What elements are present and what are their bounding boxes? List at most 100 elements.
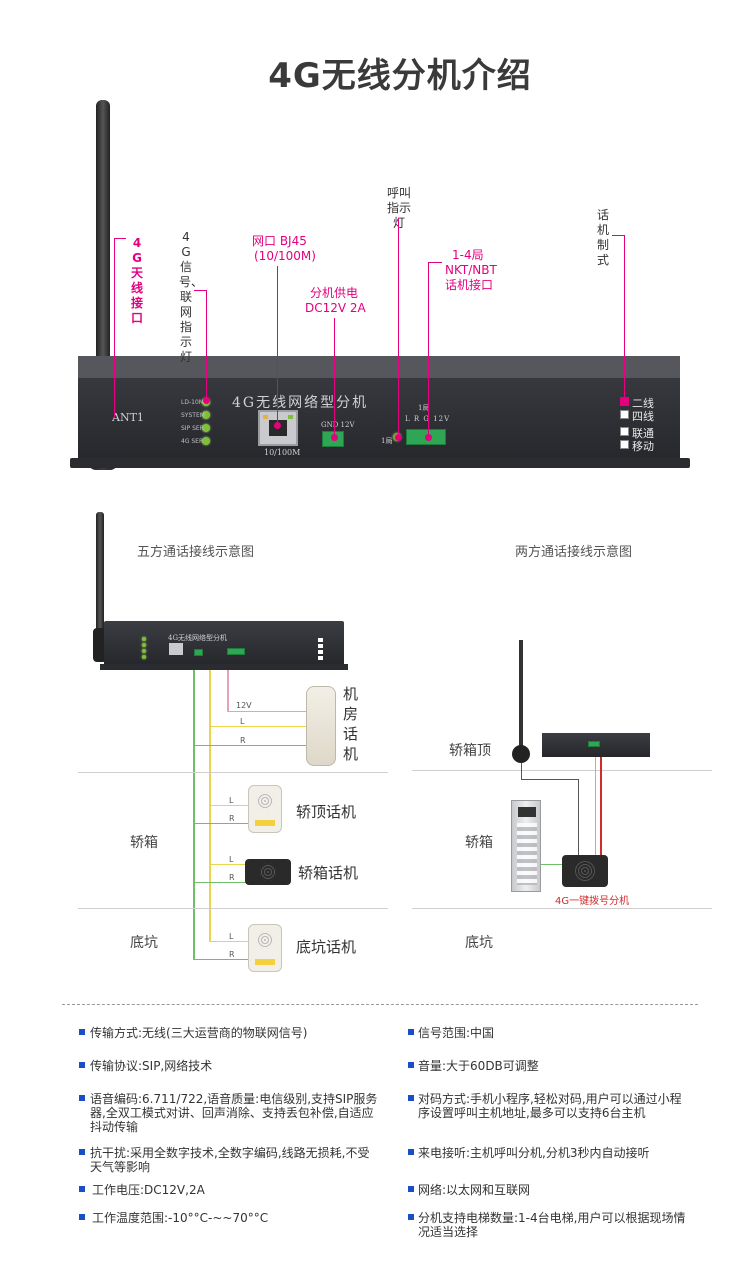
callout-indicator: 4G信号、联网指示灯: [179, 230, 204, 364]
spec-item: 来电接听:主机呼叫分机,分机3秒内自动接听: [418, 1146, 650, 1160]
callout-net-line: [277, 266, 278, 426]
small-antenna-icon: [96, 512, 104, 652]
wire-l-h: [209, 726, 307, 727]
section-separator: [62, 1004, 698, 1005]
spec-item: 信号范围:中国: [418, 1026, 495, 1040]
bullet: [408, 1062, 414, 1068]
right-antenna-icon: [519, 640, 523, 750]
callout-net-port: 网口 BJ45: [252, 234, 307, 248]
spec-item: 抗干扰:采用全数字技术,全数字编码,线路无损耗,不受天气等影响: [90, 1146, 370, 1174]
zone-label-pit: 底坑: [130, 935, 158, 951]
car-top-phone-icon: [248, 785, 282, 833]
switch-four-wire[interactable]: [620, 410, 629, 419]
callout-net-speed: (10/100M): [254, 249, 316, 263]
small-device-body: [104, 621, 344, 666]
small-power-terminal: [194, 649, 203, 656]
pit-label: 底坑话机: [296, 938, 357, 956]
bullet: [408, 1095, 414, 1101]
machine-room-phone-icon: [306, 686, 336, 766]
wire-pink-12v-h: [227, 711, 307, 712]
callout-net-dot: [274, 422, 281, 429]
led-label-ld: LD-10M: [181, 399, 204, 406]
callout-power: 分机供电: [310, 286, 359, 300]
small-led-1: [142, 637, 146, 641]
wire-label-l: L: [240, 717, 245, 726]
right-zone-pit: 底坑: [465, 935, 493, 951]
right-zone-divider-2: [412, 908, 712, 909]
spec-item: 传输方式:无线(三大运营商的物联网信号): [90, 1026, 308, 1040]
right-zone-car: 轿箱: [465, 835, 493, 851]
bullet: [408, 1149, 414, 1155]
bullet: [408, 1214, 414, 1220]
right-zone-cartop: 轿箱顶: [449, 743, 491, 759]
bullet: [79, 1029, 85, 1035]
cable-black-h: [521, 779, 579, 780]
cartop-l: L: [229, 796, 234, 805]
right-device-term: [588, 741, 600, 747]
car-phone-icon: [245, 859, 291, 885]
callout-call-line: [398, 218, 399, 436]
cable-red: [600, 757, 602, 857]
small-led-4: [142, 655, 146, 659]
device-label: 4G无线网络型分机: [232, 395, 369, 411]
cable-black-v: [578, 779, 579, 859]
callout-nkt: 1-4局: [452, 248, 484, 262]
small-rj45: [169, 643, 183, 655]
right-diagram-caption: 两方通话接线示意图: [515, 545, 633, 560]
callout-antenna-line: [114, 238, 126, 239]
zone-divider-1: [78, 772, 388, 773]
led-4g: [202, 437, 210, 445]
led-label-4g: 4G SER: [181, 438, 204, 445]
spec-item: 工作电压:DC12V,2A: [92, 1183, 205, 1197]
wire-pit-l: [209, 941, 249, 942]
wire-pink-12v: [227, 670, 229, 712]
small-device-foot: [100, 664, 348, 670]
line-terminal-head: 1局: [418, 404, 430, 412]
pit-l: L: [229, 932, 234, 941]
cable-black: [521, 763, 522, 779]
small-antenna-base: [93, 628, 107, 662]
wire-r-h: [193, 745, 307, 746]
spec-item: 分机支持电梯数量:1-4台电梯,用户可以根据现场情况适当选择: [418, 1211, 686, 1239]
switch-unicom[interactable]: [620, 427, 629, 436]
switch-label-mobile: 移动: [632, 440, 654, 453]
wire-yellow-main: [209, 670, 211, 942]
led-sip: [202, 424, 210, 432]
callout-nkt-dot: [425, 434, 432, 441]
small-line-terminal: [227, 648, 245, 655]
spec-item: 网络:以太网和互联网: [418, 1183, 531, 1197]
callout-mode-line: [612, 235, 624, 236]
wire-green-main: [193, 670, 195, 960]
spec-item: 工作温度范围:-10°°C-~~70°°C: [92, 1211, 269, 1225]
spec-item: 音量:大于60DB可调整: [418, 1059, 539, 1073]
callout-nkt-line: [428, 262, 442, 263]
wire-cartop-l: [209, 805, 249, 806]
callout-power-spec: DC12V 2A: [305, 301, 366, 315]
pit-phone-icon: [248, 924, 282, 972]
callout-antenna: 4G天线接口: [130, 236, 143, 325]
callout-power-line: [334, 318, 335, 436]
small-led-2: [142, 643, 146, 647]
callout-mode-line2: [624, 235, 625, 400]
led-label-sip: SIP SER: [181, 425, 204, 432]
led-system: [202, 411, 210, 419]
left-diagram-caption: 五方通话接线示意图: [137, 545, 255, 560]
callout-call-light: 呼叫指示灯: [386, 186, 411, 230]
one-key-unit-label: 4G一键拨号分机: [555, 896, 630, 907]
device-mark-ant: ANT1: [112, 411, 144, 424]
switch-mobile[interactable]: [620, 440, 629, 449]
device-body: [78, 356, 680, 464]
wire-label-12v: 12V: [236, 701, 252, 710]
line-terminal-side: 1局: [381, 437, 393, 445]
car-label: 轿箱话机: [298, 864, 359, 882]
one-key-unit-icon: [562, 855, 608, 887]
cartop-r: R: [229, 814, 235, 823]
wire-pit-r: [193, 959, 249, 960]
cable-yellow: [595, 757, 596, 857]
power-terminal-label: GND 12V: [321, 421, 355, 429]
callout-nkt-line2: [428, 262, 429, 436]
switch-label-four-wire: 四线: [632, 410, 654, 423]
right-antenna-base: [512, 745, 530, 763]
spec-item: 对码方式:手机小程序,轻松对码,用户可以通过小程序设置呼叫主机地址,最多可以支持…: [418, 1092, 682, 1120]
bullet: [79, 1214, 85, 1220]
